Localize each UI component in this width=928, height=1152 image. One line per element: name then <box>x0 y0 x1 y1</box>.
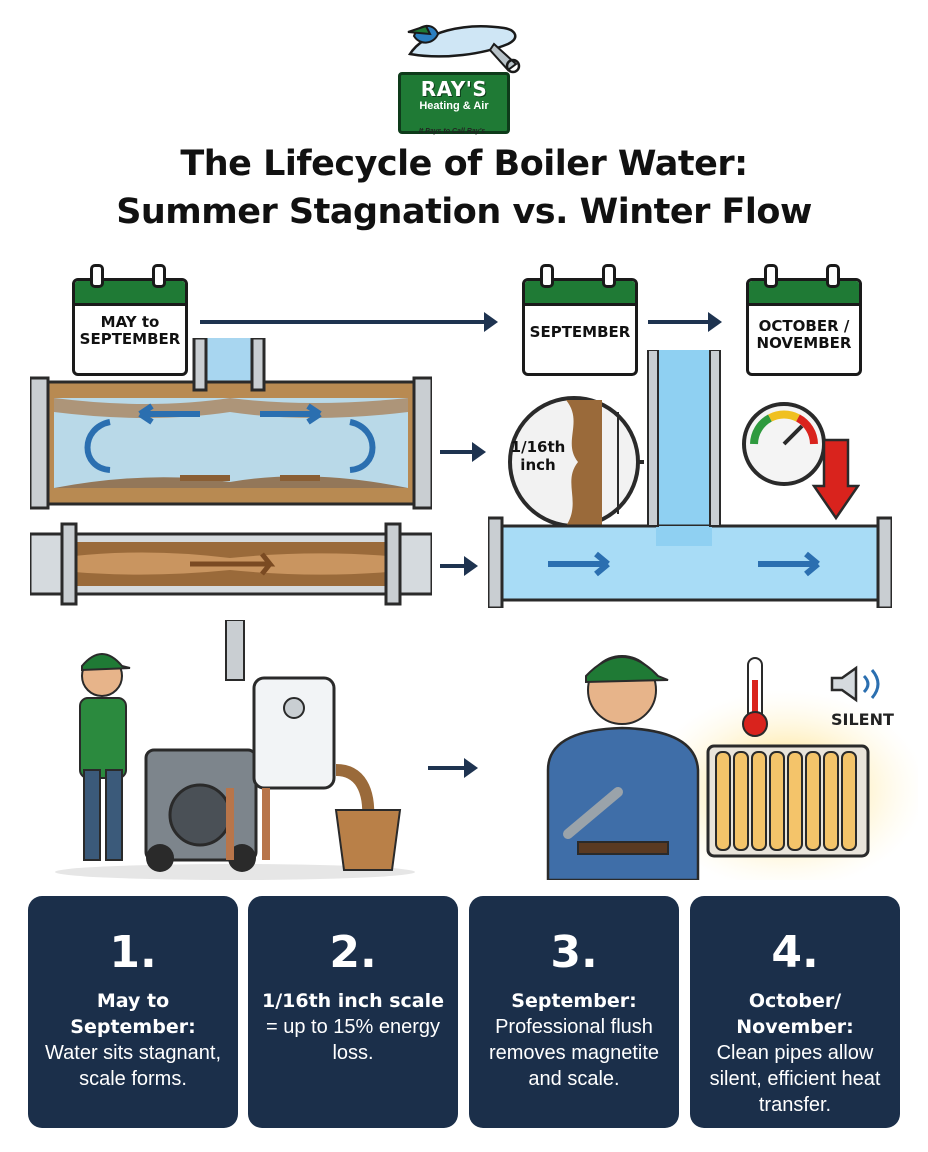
calendar-page: MAY to SEPTEMBER <box>72 278 188 376</box>
energy-drop-arrow-icon <box>811 438 860 521</box>
scale-thickness-label: 1/16th inch <box>510 438 566 474</box>
page-title: The Lifecycle of Boiler Water: Summer St… <box>0 140 928 236</box>
timeline-arrow <box>200 312 498 332</box>
speaker-icon <box>830 665 880 703</box>
timeline-arrow <box>648 312 722 332</box>
calendar-october-november: OCTOBER / NOVEMBER <box>746 264 862 376</box>
step-body: Clean pipes allow silent, efficient heat… <box>709 1042 881 1116</box>
title-line-2: Summer Stagnation vs. Winter Flow <box>116 192 812 232</box>
calendar-page: OCTOBER / NOVEMBER <box>746 278 862 376</box>
radiator-technician-illustration <box>546 655 918 880</box>
calendar-ring <box>602 264 616 288</box>
logo-tagline: It Pays to Call Ray's <box>418 128 486 135</box>
flow-arrow <box>440 442 486 462</box>
sound-status-label: SILENT <box>831 710 894 729</box>
title-line-1: The Lifecycle of Boiler Water: <box>180 144 748 184</box>
calendar-label: MAY to SEPTEMBER <box>79 313 181 348</box>
step-heading: September: <box>511 990 637 1012</box>
efficiency-gauge-icon <box>742 402 860 521</box>
step-heading: May to September: <box>70 990 196 1038</box>
company-logo: RAY'S Heating & Air It Pays to Call Ray'… <box>384 14 544 135</box>
step-number: 1. <box>109 927 157 978</box>
step-card-2: 2. 1/16th inch scale = up to 15% energy … <box>248 896 458 1128</box>
step-number: 2. <box>329 927 377 978</box>
step-body: Water sits stagnant, scale forms. <box>45 1042 221 1090</box>
calendar-may-september: MAY to SEPTEMBER <box>72 264 188 376</box>
calendar-ring <box>764 264 778 288</box>
logo-plate: RAY'S Heating & Air <box>398 72 510 134</box>
step-body: Professional flush removes magnetite and… <box>488 1016 660 1090</box>
flow-arrow <box>440 556 478 576</box>
calendar-ring <box>540 264 554 288</box>
step-card-1: 1. May to September: Water sits stagnant… <box>28 896 238 1128</box>
magnifier-icon <box>508 396 644 528</box>
step-card-4: 4. October/ November: Clean pipes allow … <box>690 896 900 1128</box>
calendar-header <box>749 281 859 306</box>
flush-technician-illustration <box>55 620 415 880</box>
step-heading: 1/16th inch scale <box>261 990 445 1012</box>
step-card-3: 3. September: Professional flush removes… <box>469 896 679 1128</box>
clean-flow-pipe-illustration <box>488 350 892 608</box>
step-heading: October/ November: <box>736 990 854 1038</box>
scaled-pipe-illustration <box>30 522 432 606</box>
calendar-label: OCTOBER / NOVEMBER <box>756 317 852 352</box>
stagnant-pipe-illustration <box>30 338 432 510</box>
step-body: = up to 15% energy loss. <box>265 1016 440 1064</box>
mascot-icon <box>407 24 521 74</box>
calendar-ring <box>152 264 166 288</box>
step-number: 3. <box>550 927 598 978</box>
step-number: 4. <box>771 927 819 978</box>
logo-name: RAY'S <box>420 77 488 101</box>
calendar-label: SEPTEMBER <box>529 323 631 341</box>
calendar-ring <box>826 264 840 288</box>
calendar-september: SEPTEMBER <box>522 264 638 376</box>
logo-subtitle: Heating & Air <box>419 100 489 112</box>
calendar-ring <box>90 264 104 288</box>
flow-arrow <box>428 758 478 778</box>
